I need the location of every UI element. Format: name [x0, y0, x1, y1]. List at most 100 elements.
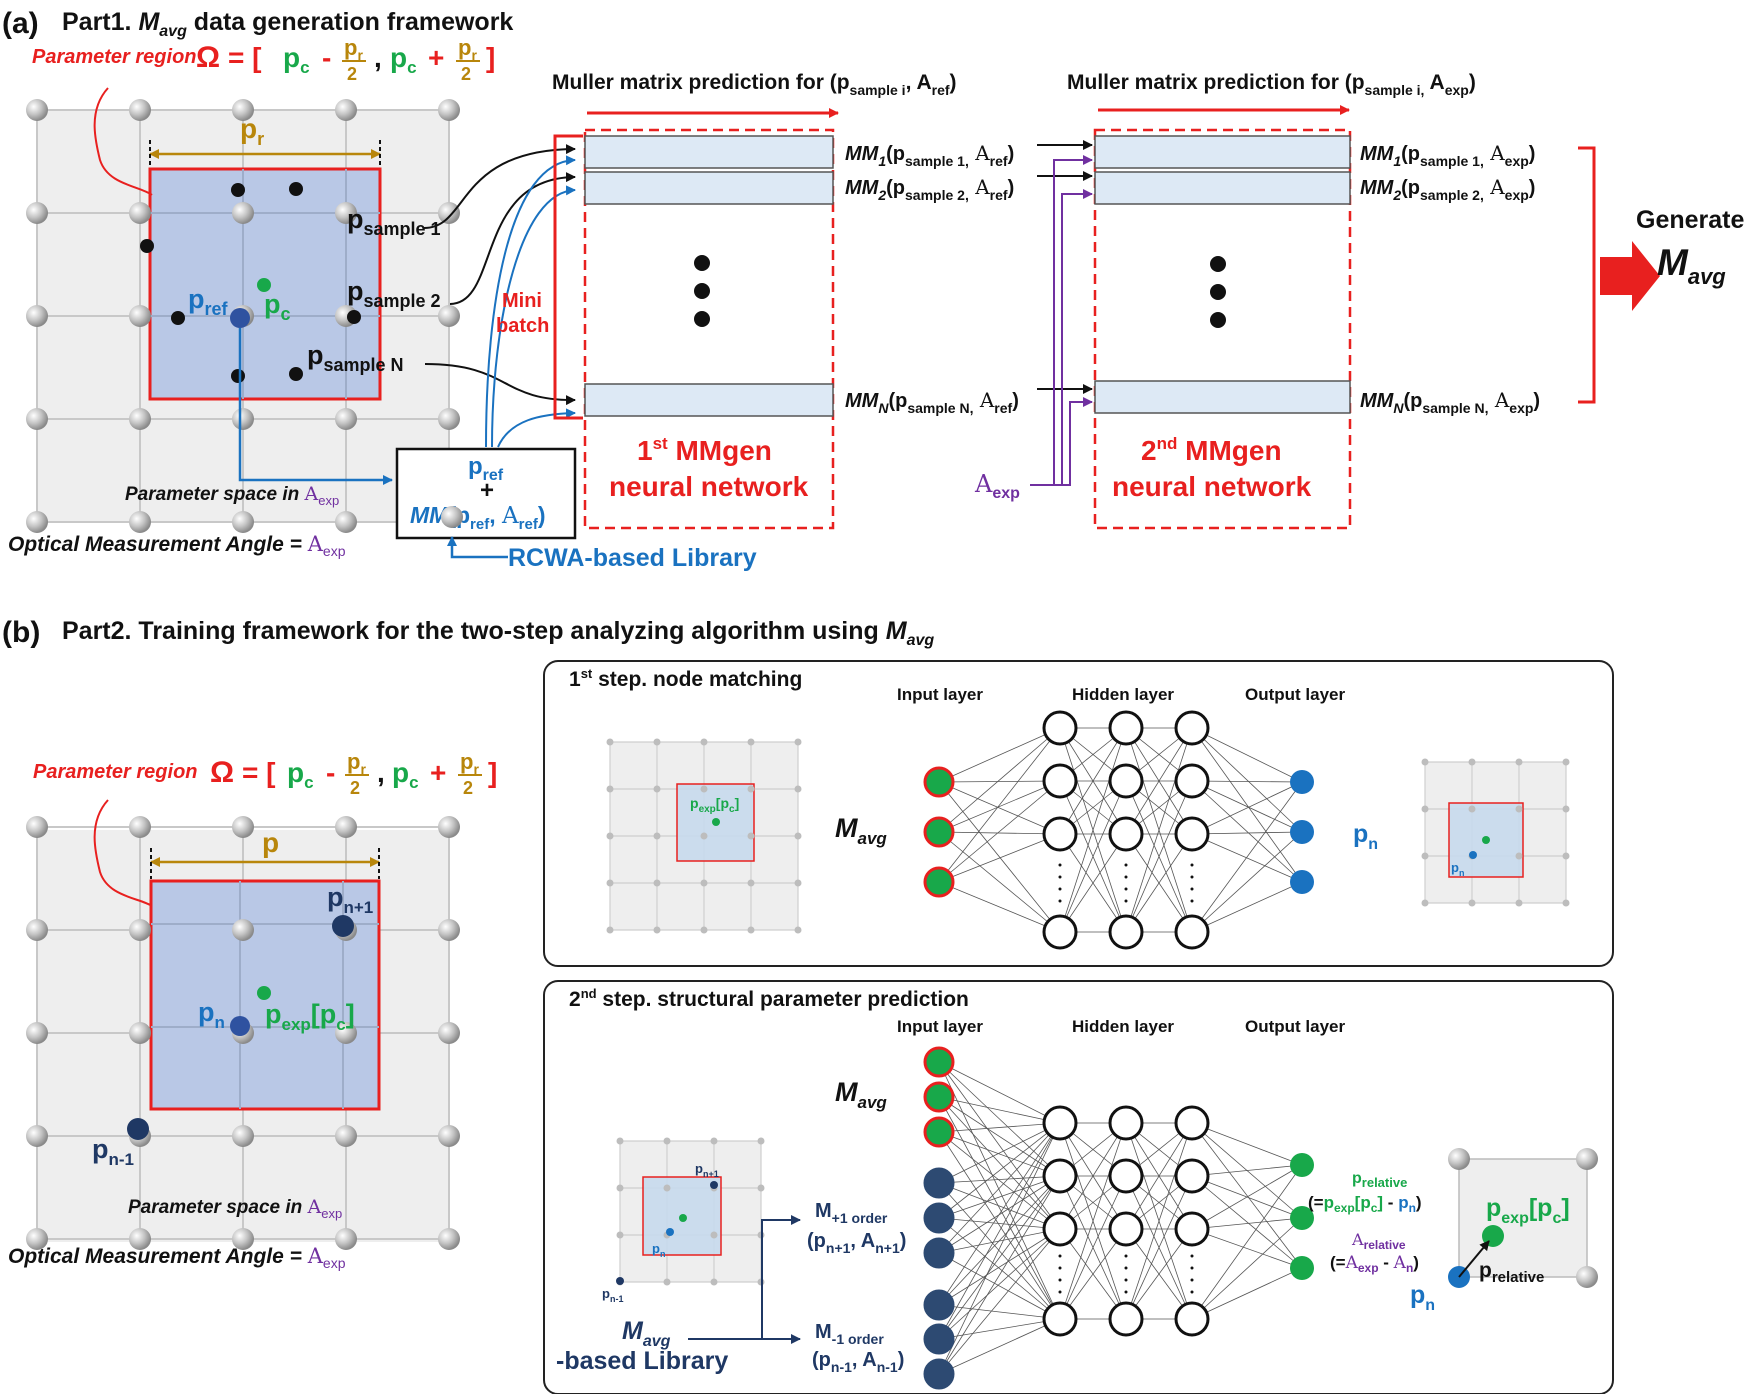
grid-node: [26, 1228, 48, 1250]
mini-grid-node: [1468, 758, 1476, 766]
svg-text:Hidden layer: Hidden layer: [1072, 1017, 1174, 1036]
hidden-node: [1042, 710, 1078, 746]
hidden-node: [1108, 1105, 1144, 1141]
hidden-node: [1042, 1105, 1078, 1141]
input-node: [923, 1237, 955, 1269]
grid-node: [438, 408, 460, 430]
hidden-node: [1174, 1158, 1210, 1194]
hidden-node: [1108, 914, 1144, 950]
svg-text:neural network: neural network: [609, 471, 809, 502]
svg-text:Input layer: Input layer: [897, 685, 983, 704]
svg-text:pc: pc: [283, 42, 310, 77]
grid-node: [335, 99, 357, 121]
mini-grid-node: [616, 1231, 624, 1239]
mini-grid-node: [794, 738, 802, 746]
mini-grid-node: [747, 785, 755, 793]
grid-node: [232, 99, 254, 121]
param-region-formula-a: Parameter region Ω = [ pc - pr 2 , pc + …: [32, 35, 495, 84]
a-relative-eq: (=Aexp - An): [1330, 1253, 1419, 1275]
svg-text:neural network: neural network: [1112, 471, 1312, 502]
step2-neural-net: [923, 1046, 1314, 1390]
input-node: [923, 1116, 955, 1148]
step1-result-grid: [1421, 758, 1570, 907]
p-c-point-a: [257, 278, 271, 292]
input-node: [923, 1358, 955, 1390]
mini-grid-node: [1515, 805, 1523, 813]
grid-node: [232, 408, 254, 430]
step2-m-avg: Mavg: [835, 1077, 887, 1112]
mini-grid-node: [663, 1278, 671, 1286]
optical-angle-label-b: Optical Measurement Angle = Aexp: [8, 1244, 346, 1271]
hidden-node: [1042, 763, 1078, 799]
mm-output-label: MM2(psample 2, Aref): [845, 175, 1014, 203]
mini-grid-node: [606, 926, 614, 934]
sample-1-label: psample 1: [347, 204, 441, 239]
mini-grid-node: [663, 1184, 671, 1192]
sample-points-a: [140, 182, 361, 383]
hidden-node: [1042, 914, 1078, 950]
mini-grid-node: [1515, 852, 1523, 860]
optical-angle-label-a: Optical Measurement Angle = Aexp: [8, 532, 346, 559]
hidden-node: [1108, 1158, 1144, 1194]
svg-text:pn-1: pn-1: [602, 1286, 623, 1304]
mini-grid-node: [653, 879, 661, 887]
generate-m-avg: Mavg: [1657, 242, 1726, 289]
p-r-label-a: pr: [240, 113, 264, 149]
svg-text:= [: = [: [228, 42, 261, 73]
m-minus-args: (pn-1, An-1): [812, 1349, 904, 1375]
svg-text:,: ,: [374, 42, 382, 73]
grid-node: [26, 99, 48, 121]
mini-grid-node: [1421, 805, 1429, 813]
hidden-node: [1042, 1301, 1078, 1337]
svg-text:Ω: Ω: [210, 756, 234, 789]
svg-text:2: 2: [461, 64, 471, 84]
step1-result-pexp-dot: [1482, 836, 1490, 844]
grid-node: [26, 511, 48, 533]
step1-mini-grid: [606, 738, 802, 934]
svg-text:= [: = [: [242, 757, 275, 788]
grid-node: [26, 1022, 48, 1044]
grid-node: [335, 408, 357, 430]
p-relative-eq: (=pexp[pc] - pn): [1308, 1193, 1422, 1215]
svg-text:pn+1: pn+1: [695, 1161, 719, 1179]
svg-text:pc: pc: [390, 42, 417, 77]
mm-output-label: MM1(psample 1, Aexp): [1360, 141, 1535, 169]
generate-arrow: [1600, 241, 1660, 311]
svg-text:Parameter region: Parameter region: [32, 46, 197, 68]
hidden-node: [1108, 710, 1144, 746]
grid-node: [335, 1022, 357, 1044]
input-node: [923, 766, 955, 798]
mm-outputs-ref: MM1(psample 1, Aref)MM2(psample 2, Aref)…: [845, 141, 1019, 416]
output-node: [1290, 1153, 1314, 1177]
grid-node: [335, 1228, 357, 1250]
mini-grid-node: [710, 1137, 718, 1145]
mini-grid-node: [1421, 899, 1429, 907]
mini-grid-node: [606, 785, 614, 793]
mm-outputs-exp: MM1(psample 1, Aexp)MM2(psample 2, Aexp)…: [1360, 141, 1540, 416]
grid-node: [438, 99, 460, 121]
mini-grid-node: [700, 879, 708, 887]
mini-grid-node: [1562, 758, 1570, 766]
input-node: [923, 1046, 955, 1078]
mini-grid-node: [794, 926, 802, 934]
input-node: [923, 1289, 955, 1321]
svg-text:,: ,: [377, 757, 385, 788]
step1-pexp-label: pexp[pc]: [690, 795, 739, 815]
rcwa-library-label: RCWA-based Library: [508, 544, 757, 572]
part-b: (b) Part2. Training framework for the tw…: [2, 616, 1614, 1394]
mini-grid-node: [1515, 899, 1523, 907]
svg-text:Output layer: Output layer: [1245, 1017, 1346, 1036]
svg-text:]: ]: [486, 42, 495, 73]
step1-pexp-dot: [712, 818, 720, 826]
sample-n-label: psample N: [307, 340, 404, 375]
hidden-node: [1174, 763, 1210, 799]
hidden-node: [1108, 763, 1144, 799]
part-a-label: (a): [2, 7, 39, 40]
p-c-label-a: pc: [264, 289, 291, 324]
step1-m-avg: Mavg: [835, 813, 887, 848]
grid-node: [335, 202, 357, 224]
mini-grid-node: [606, 738, 614, 746]
grid-node: [129, 1228, 151, 1250]
svg-text:Parameter region: Parameter region: [33, 761, 198, 783]
output-node: [1290, 820, 1314, 844]
